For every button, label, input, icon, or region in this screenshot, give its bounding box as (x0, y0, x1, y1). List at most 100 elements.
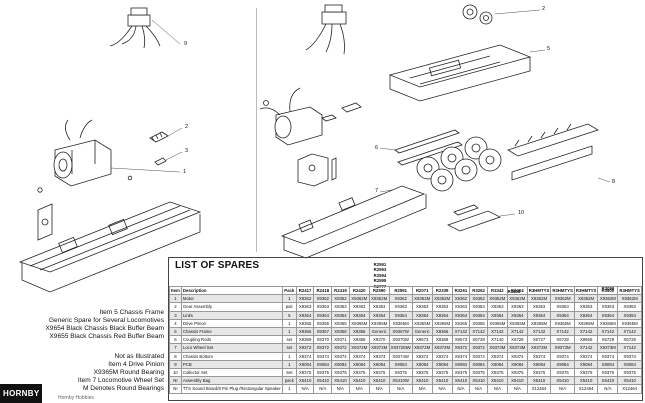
table-cell: X9362M (550, 294, 575, 304)
table-cell: X9374 (411, 351, 433, 361)
table-cell: X9365 (451, 318, 471, 329)
table-cell: X9367W (388, 327, 413, 337)
chassis-bottom-right (280, 185, 427, 259)
table-cell: X9374 (617, 351, 642, 361)
table-cell: X9373M (597, 343, 619, 353)
hornby-logo: HORNBY (0, 384, 42, 403)
table-cell: X9363 (411, 302, 433, 312)
table-cell: X9363 (368, 302, 390, 312)
table-cell: X9362M (617, 294, 642, 304)
table-cell: X9363 (617, 302, 642, 312)
table-cell: X9375 (431, 368, 453, 378)
table-cell: 10 (169, 368, 182, 378)
table-cell: X7142 (617, 327, 642, 337)
table-cell: X9374 (597, 351, 619, 361)
table-cell: X9365M (486, 318, 508, 329)
table-cell: X9365M (526, 318, 552, 329)
table-cell: X9084 (331, 359, 350, 370)
table-cell: X9375 (597, 368, 619, 378)
wheel-set (416, 136, 502, 192)
table-cell: X9368 (331, 327, 350, 337)
table-cell: X12464 (617, 384, 642, 394)
table-cell: X9372MW (388, 343, 413, 353)
stacked-code: R2593 (373, 267, 387, 273)
table-cell: X5410 (368, 376, 390, 386)
table-cell: X9365M (368, 318, 390, 329)
table-cell: N/A (313, 384, 333, 394)
table-cell: X9375 (617, 368, 642, 378)
table-cell: X9363 (295, 302, 315, 312)
table-cell: X9364 (388, 310, 413, 320)
table-cell: X9084 (526, 359, 552, 370)
table-cell: X5410 (313, 376, 333, 386)
table-cell: pair (281, 302, 297, 312)
table-cell: Loco Wheel Set (180, 343, 283, 353)
column-header: R3HMTYS (573, 285, 599, 296)
notes-chassis-frame: Item 5 Chassis Frame Generic Spare for S… (40, 309, 164, 341)
table-cell: X9375 (469, 368, 488, 378)
callout-9: 9 (184, 41, 188, 47)
column-header: R2591 (388, 285, 413, 296)
table-cell: Chassis Frame (180, 327, 283, 337)
table-cell: X6728 (469, 335, 488, 345)
table-cell: X9374 (573, 351, 599, 361)
table-cell: PCB (180, 359, 283, 370)
table-cell: 6 (169, 335, 182, 345)
table-cell: NI (169, 384, 182, 394)
column-header: R3900 (597, 285, 619, 296)
column-header: R2417 (295, 285, 315, 296)
table-cell: N/A (331, 384, 350, 394)
table-cell: X9362 (313, 294, 333, 304)
note-line: X9365M Round Bearing (93, 368, 164, 376)
table-cell: X9372 (295, 343, 315, 353)
table-cell: X9363 (313, 302, 333, 312)
table-cell: X9375 (331, 368, 350, 378)
table-cell: X9084 (617, 359, 642, 370)
table-cell: Motor (180, 294, 283, 304)
worm-gear-left (149, 127, 183, 166)
table-cell: X9362 (388, 294, 413, 304)
table-cell: X5410 (331, 376, 350, 386)
table-cell: N/A (431, 384, 453, 394)
table-cell: X7142 (526, 327, 552, 337)
table-cell: X9084 (348, 359, 370, 370)
column-header: R3262 (469, 285, 488, 296)
table-cell: Coupling Rods (180, 335, 283, 345)
table-cell: Set (281, 368, 297, 378)
table-cell: 1 (169, 294, 182, 304)
table-cell: X7142 (573, 343, 599, 353)
note-line: M Denotes Round Bearings (82, 384, 164, 392)
table-cell: X9375 (368, 368, 390, 378)
table-cell: 5 (281, 310, 297, 320)
table-cell: X9369 (295, 335, 315, 345)
table-cell: X9366 (348, 327, 370, 337)
table-cell: X7142 (617, 343, 642, 353)
table-cell: 7 (169, 343, 182, 353)
column-header: R3HMTYS (550, 285, 575, 296)
table-cell: X9363 (506, 302, 528, 312)
table-cell: X9375 (295, 368, 315, 378)
table-cell: X9366 (431, 327, 453, 337)
column-header: R3HMTYS (526, 285, 552, 296)
table-cell: N/A (469, 384, 488, 394)
callout-10: 10 (518, 210, 525, 216)
table-cell: 1 (281, 327, 297, 337)
stacked-code: R2595 (373, 278, 387, 284)
table-cell: X9365M (348, 318, 370, 329)
table-cell: X9365M (597, 318, 619, 329)
table-cell: Collector Set (180, 368, 283, 378)
table-cell: N/A (348, 384, 370, 394)
table-cell: X9374 (348, 351, 370, 361)
table-cell: X5410 (411, 376, 433, 386)
table-cell: X9364 (469, 310, 488, 320)
table-cell: X9374 (368, 351, 390, 361)
table-cell: N/A (550, 384, 575, 394)
table-cell: X9363 (331, 302, 350, 312)
